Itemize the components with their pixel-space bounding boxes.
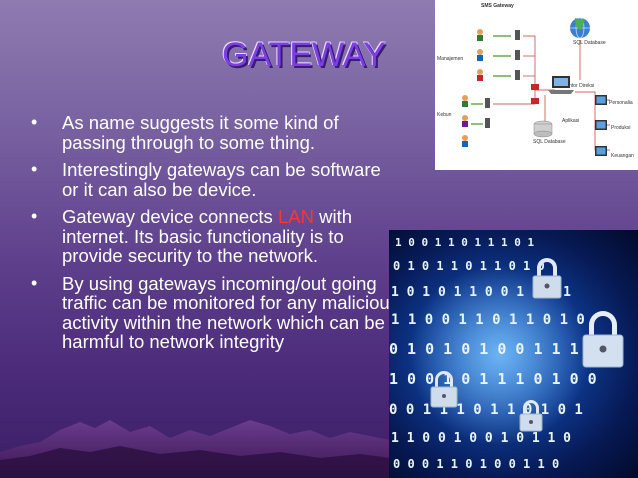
- bullet-text-before: Gateway device connects: [62, 206, 278, 227]
- bullet-icon: •: [31, 206, 38, 226]
- label-database: SQL Database: [533, 139, 566, 145]
- label-kebun: Kebun: [437, 112, 452, 118]
- label-aplikasi: Aplikasi: [562, 118, 579, 124]
- user-icons: [462, 29, 483, 147]
- binary-digits: 1 0 0 1 1 0 1 1 1 0 1 0 1 0 1 1 0 1 1 0 …: [389, 236, 597, 471]
- bullet-text: Interestingly gateways can be software o…: [62, 159, 381, 200]
- label-kantor: Kantor Direksi: [563, 83, 594, 89]
- globe-icon: [570, 17, 590, 39]
- bullet-icon: •: [31, 272, 38, 293]
- computer-icons: [595, 95, 607, 156]
- label-manajemen: Manajemen: [437, 56, 463, 62]
- bullet-text: As name suggests it some kind of passing…: [62, 112, 339, 153]
- svg-text:0 1 0 1 0 1 0 0 1 1 1: 0 1 0 1 0 1 0 0 1 1 1: [389, 340, 579, 358]
- svg-text:1 1 0 0 1 1 0 1 1 0 1 0: 1 1 0 0 1 1 0 1 1 0 1 0: [391, 312, 585, 328]
- padlock-icon: [519, 400, 543, 432]
- bullet-highlight-lan: LAN: [277, 206, 314, 227]
- svg-text:0 1 0 1 1 0 1 1 0 1 0: 0 1 0 1 1 0 1 1 0 1 0: [393, 259, 545, 273]
- bullet-item: • Gateway device connects LAN with inter…: [28, 206, 400, 266]
- svg-text:0 0 1 1 1 0 1 1 0 1 0 1: 0 0 1 1 1 0 1 1 0 1 0 1: [389, 402, 583, 418]
- bullet-list: • As name suggests it some kind of passi…: [28, 112, 400, 360]
- bullet-icon: •: [31, 159, 38, 179]
- label-personalia: Personalia: [609, 100, 633, 106]
- arrow-icons: [471, 35, 511, 125]
- database-icon: [533, 120, 553, 138]
- bullet-text-after: with internet. Its basic functionality i…: [62, 206, 352, 266]
- svg-text:1 0 0 1 0 1 1 1 0 1 0 0: 1 0 0 1 0 1 1 1 0 1 0 0: [389, 370, 597, 388]
- label-keuangan: Keuangan: [611, 153, 634, 159]
- svg-text:1 1 0 0 1 0 0 1 0 1 1 0: 1 1 0 0 1 0 0 1 0 1 1 0: [391, 431, 571, 446]
- phone-icons: [485, 30, 520, 128]
- slide-title: GATEWAY: [222, 36, 386, 74]
- label-internet: SQL Database: [573, 40, 606, 46]
- gateway-device-icon: [531, 84, 539, 104]
- bullet-icon: •: [31, 112, 38, 132]
- svg-text:1 0 1 0 1 1 0 0 1 0 1 1: 1 0 1 0 1 1 0 0 1 0 1 1: [391, 285, 571, 300]
- bullet-item: • Interestingly gateways can be software…: [28, 159, 400, 200]
- padlock-icon: [582, 311, 624, 368]
- mountain-silhouette: [0, 420, 390, 478]
- bullet-text: By using gateways incoming/out going tra…: [62, 272, 399, 352]
- label-produksi: Produksi: [611, 125, 630, 131]
- svg-text:0 0 0 1 1 0 1 0 0 1 1 0: 0 0 0 1 1 0 1 0 0 1 1 0: [393, 457, 559, 471]
- laptop-icon: [548, 76, 574, 94]
- sms-gateway-diagram: SMS Gateway Manajemen Kebun Kantor Direk…: [435, 0, 638, 170]
- diagram-title: SMS Gateway: [481, 3, 514, 9]
- bullet-item: • By using gateways incoming/out going t…: [28, 272, 400, 352]
- svg-text:1 0 0 1 1 0 1 1 1 0 1: 1 0 0 1 1 0 1 1 1 0 1: [395, 236, 534, 249]
- padlock-icon: [532, 258, 562, 299]
- binary-security-image: 1 0 0 1 1 0 1 1 1 0 1 0 1 0 1 1 0 1 1 0 …: [389, 230, 638, 478]
- padlock-icon: [430, 371, 458, 408]
- bullet-item: • As name suggests it some kind of passi…: [28, 112, 400, 153]
